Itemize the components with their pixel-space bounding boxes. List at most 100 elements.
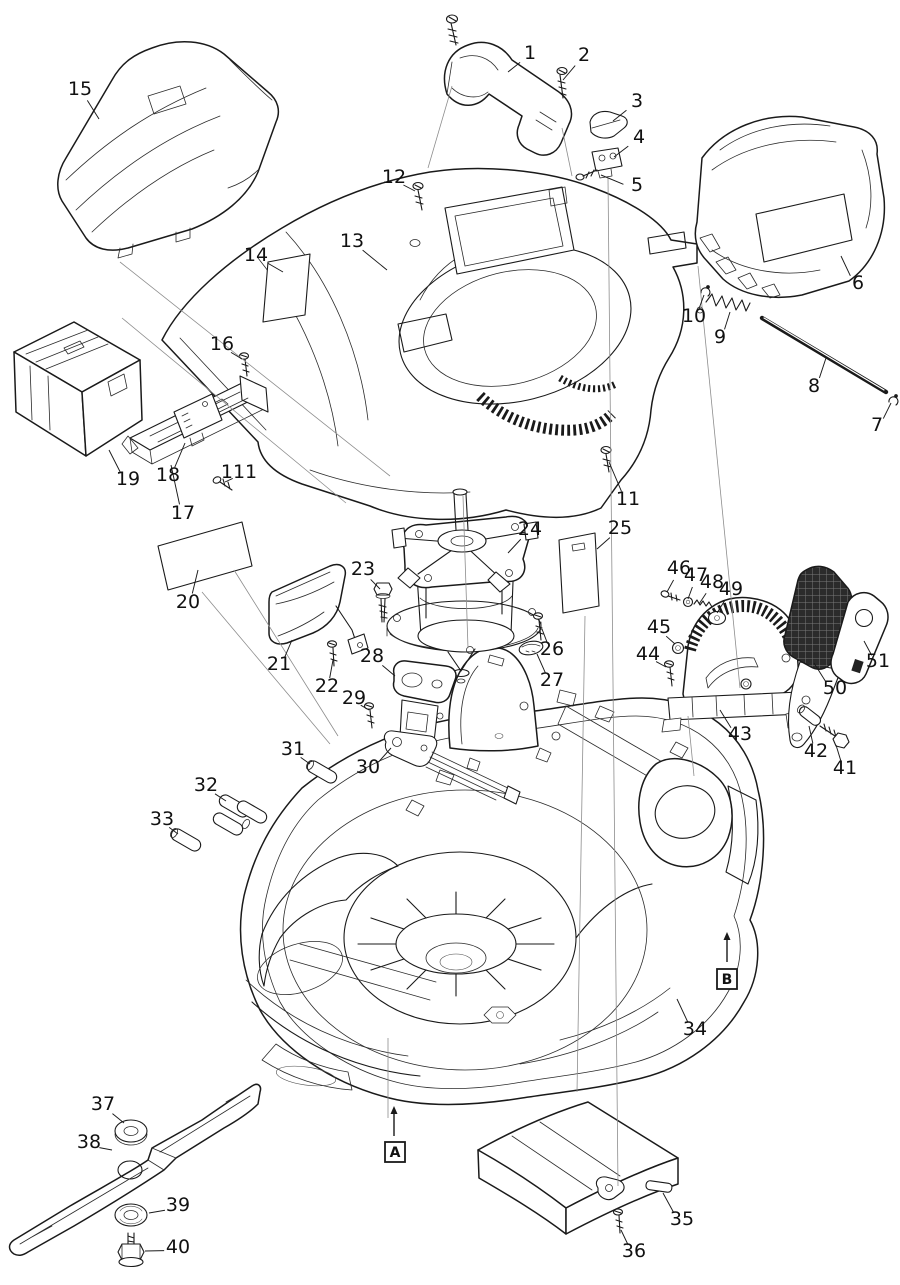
- lever-50: [783, 565, 853, 749]
- callout-leader: [724, 311, 731, 330]
- callout-41: 41: [833, 744, 857, 779]
- callout-leader: [507, 62, 521, 73]
- callout-43: 43: [719, 709, 752, 745]
- part-number-label: 14: [244, 244, 268, 266]
- callout-29: 29: [342, 687, 370, 711]
- callout-21: 21: [267, 639, 293, 675]
- callout-leader: [655, 661, 667, 668]
- callout-30: 30: [356, 747, 392, 778]
- sleeve-31: [305, 760, 338, 784]
- callout-13: 13: [340, 230, 388, 271]
- callout-leader: [698, 294, 705, 311]
- rod-8: [759, 315, 889, 395]
- lock-button-3: [589, 110, 628, 139]
- callout-38: 38: [77, 1131, 113, 1153]
- part-number-label: 6: [852, 272, 864, 294]
- foot-35: [645, 1180, 673, 1193]
- screw-12: [412, 181, 424, 211]
- connector-28: [392, 660, 457, 743]
- callout-15: 15: [68, 78, 100, 120]
- callout-5: 5: [600, 174, 643, 196]
- part-number-label: 50: [823, 677, 847, 699]
- callout-50: 50: [813, 662, 847, 699]
- nut-45: [671, 641, 685, 655]
- carry-handle: [443, 41, 573, 156]
- screw-26: [532, 612, 544, 641]
- part-number-label: 3: [631, 90, 643, 112]
- callout-leader: [698, 592, 707, 605]
- callout-48: 48: [698, 571, 724, 605]
- part-number-label: 49: [719, 578, 743, 600]
- callout-leader: [863, 640, 873, 656]
- callout-leader: [835, 744, 842, 762]
- part-number-label: 33: [150, 808, 174, 830]
- part-number-label: 111: [221, 461, 257, 483]
- bolt-41: [819, 723, 850, 749]
- callout-42: 42: [804, 725, 828, 762]
- sticker-20: [157, 521, 253, 591]
- part-number-label: 51: [866, 650, 890, 672]
- callout-leader: [168, 827, 179, 835]
- callout-16: 16: [210, 333, 243, 360]
- callout-leader: [813, 662, 827, 682]
- callout-leader: [230, 351, 243, 360]
- callout-leader: [665, 635, 676, 645]
- screw-29: [363, 702, 375, 729]
- view-marker-label: B: [722, 972, 733, 988]
- cap-27: [518, 640, 544, 656]
- part-number-label: 21: [267, 653, 291, 675]
- sleeves-32: [212, 794, 268, 836]
- part-number-label: 20: [176, 591, 200, 613]
- part-number-label: 13: [340, 230, 364, 252]
- sleeve-33: [169, 828, 202, 852]
- callout-leader: [86, 100, 100, 120]
- e-clip-7: [888, 394, 899, 406]
- part-number-label: 34: [683, 1018, 707, 1040]
- sticker-25: [558, 532, 600, 614]
- callout-leader: [507, 538, 522, 554]
- part-number-label: 2: [578, 44, 590, 66]
- callout-leader: [687, 586, 693, 600]
- callout-leader: [840, 255, 851, 276]
- callout-49: 49: [716, 578, 743, 614]
- callout-leader: [377, 747, 392, 763]
- callout-10: 10: [682, 294, 706, 327]
- callout-leader: [808, 725, 814, 744]
- bolt-23: [373, 582, 393, 623]
- callout-36: 36: [620, 1229, 646, 1262]
- part-number-label: 45: [647, 616, 671, 638]
- part-number-label: 16: [210, 333, 234, 355]
- sticker-14: [262, 253, 311, 323]
- part-number-label: 10: [682, 305, 706, 327]
- callout-24: 24: [507, 518, 542, 554]
- spring-48: [693, 599, 713, 608]
- part-number-label: 27: [540, 669, 564, 691]
- deck-brackets: [405, 689, 689, 817]
- part-number-label: 26: [540, 638, 564, 660]
- callout-37: 37: [91, 1093, 125, 1124]
- part-number-label: 25: [608, 517, 632, 539]
- part-number-label: 31: [281, 738, 305, 760]
- callout-leader: [284, 639, 293, 657]
- callout-leader: [382, 665, 396, 677]
- callout-leader: [370, 579, 381, 590]
- callout-19: 19: [108, 449, 140, 490]
- callout-33: 33: [150, 808, 179, 835]
- callout-9: 9: [714, 311, 731, 348]
- screw-16: [238, 352, 250, 377]
- part-number-label: 24: [518, 518, 542, 540]
- part-number-label: 4: [633, 126, 645, 148]
- callout-25: 25: [596, 517, 632, 550]
- callout-leader: [818, 357, 827, 379]
- screw-5: [575, 169, 598, 181]
- part-number-label: 43: [728, 723, 752, 745]
- callout-1: 1: [507, 42, 536, 73]
- screw-44: [663, 660, 675, 687]
- callout-leader: [596, 537, 611, 550]
- battery-lid: [694, 115, 886, 299]
- screw-11: [600, 445, 612, 473]
- screw-111: [212, 476, 233, 491]
- callout-6: 6: [840, 255, 864, 294]
